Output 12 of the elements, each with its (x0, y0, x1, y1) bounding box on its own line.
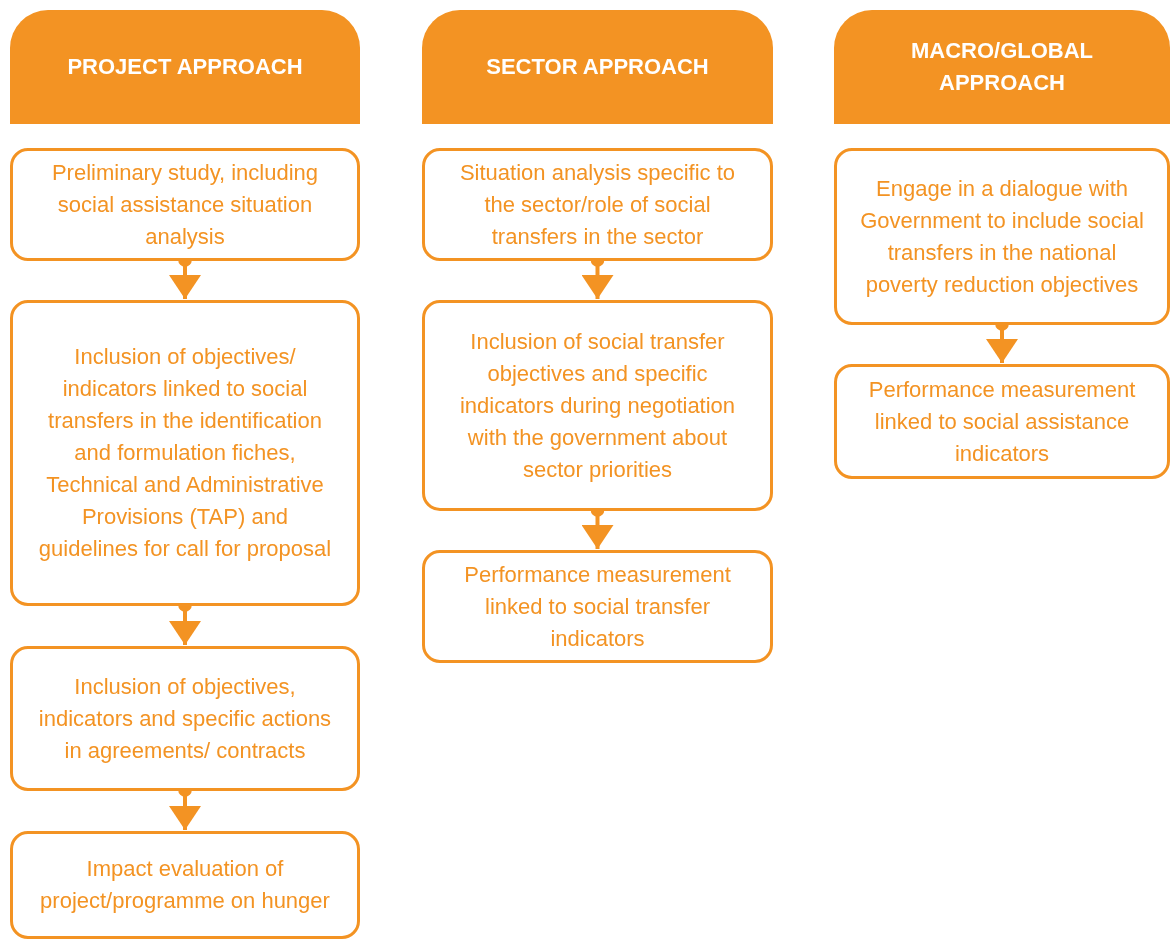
process-box: Situation analysis specific to the sector/role of social transfers in the sector (422, 148, 773, 261)
column-header: PROJECT APPROACH (10, 10, 360, 124)
process-box: Performance measurement linked to social transfer indicators (422, 550, 773, 663)
column-header: SECTOR APPROACH (422, 10, 773, 124)
process-box: Inclusion of social transfer objectives and specific indicators during negotiation with the government about sector priorities (422, 300, 773, 511)
process-box: Engage in a dialogue with Government to include social transfers in the national poverty reduction objectives (834, 148, 1170, 325)
process-box: Inclusion of objectives, indicators and specific actions in agreements/ contracts (10, 646, 360, 791)
process-box: Impact evaluation of project/programme on hunger (10, 831, 360, 939)
process-box: Preliminary study, including social assistance situation analysis (10, 148, 360, 261)
process-box: Performance measurement linked to social assistance indicators (834, 364, 1170, 479)
process-box: Inclusion of objectives/ indicators linked to social transfers in the identification and formulation fiches, Technical and Administrative Provisions (TAP) and guidelines for call for proposal (10, 300, 360, 606)
column-header: MACRO/GLOBAL APPROACH (834, 10, 1170, 124)
